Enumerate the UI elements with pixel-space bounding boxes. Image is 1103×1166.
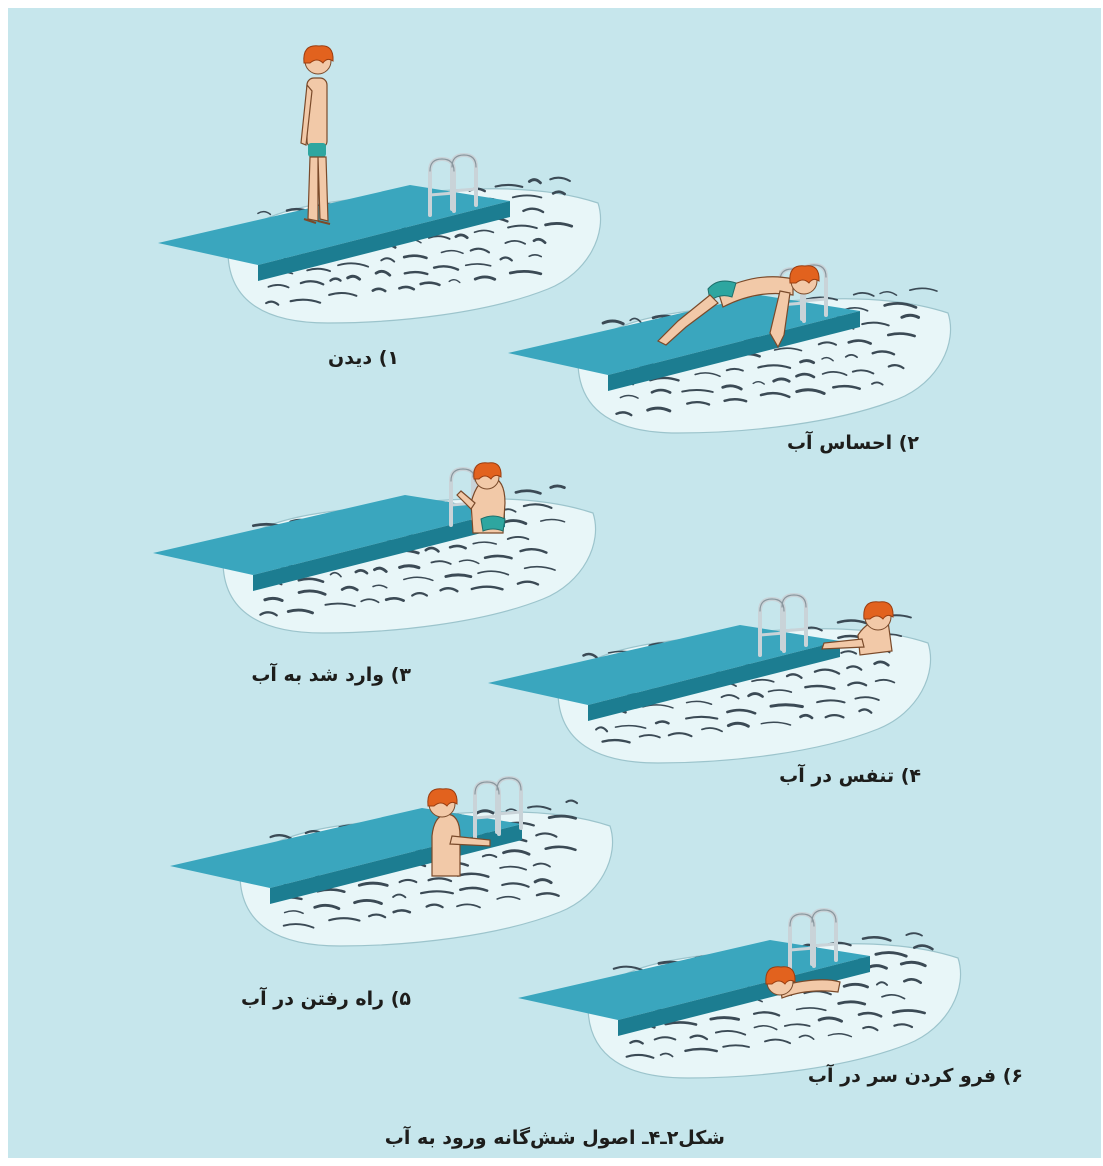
pool-scene-2 bbox=[508, 265, 951, 433]
figure-caption: شکل۲ـ۴ـ اصول شش‌گانه ورود به آب bbox=[385, 1127, 725, 1149]
pool-scene-6 bbox=[518, 910, 961, 1078]
pool-scene-1 bbox=[158, 46, 601, 323]
step-1-label: ۱) دیدن bbox=[328, 347, 399, 369]
pool-scene-4 bbox=[488, 595, 931, 763]
step-5-label: ۵) راه رفتن در آب bbox=[241, 988, 411, 1010]
pool-illustrations bbox=[8, 8, 1101, 1158]
pool-scene-3 bbox=[153, 463, 596, 633]
swimmer-figure bbox=[301, 46, 333, 224]
figure-panel: ۱) دیدن ۲) احساس آب ۳) وارد شد به آب ۴) … bbox=[8, 8, 1101, 1158]
step-4-label: ۴) تنفس در آب bbox=[779, 765, 921, 787]
pool-scene-5 bbox=[170, 778, 613, 946]
step-6-label: ۶) فرو کردن سر در آب bbox=[808, 1065, 1023, 1087]
step-2-label: ۲) احساس آب bbox=[787, 432, 919, 454]
step-3-label: ۳) وارد شد به آب bbox=[251, 664, 411, 686]
